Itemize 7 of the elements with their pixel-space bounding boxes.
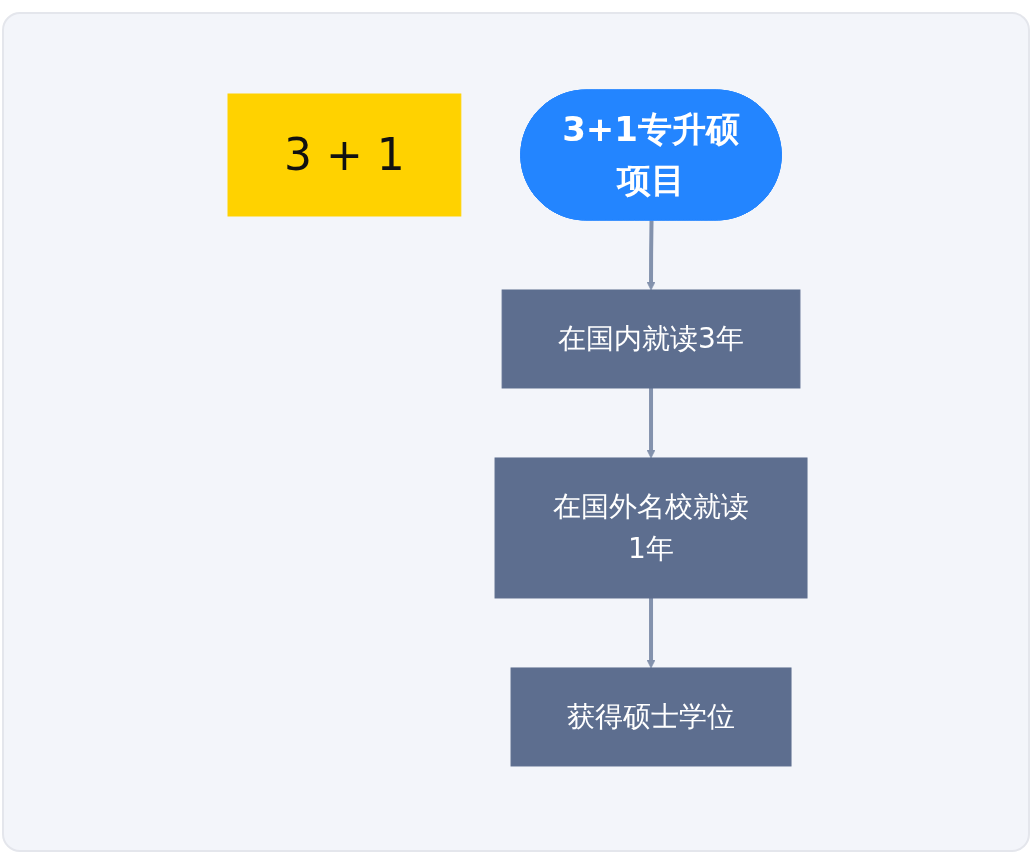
node-box: 在国外名校就读1年 [494, 457, 808, 598]
arrow [646, 219, 656, 290]
arrow [646, 387, 656, 458]
node-box: 获得硕士学位 [510, 667, 792, 766]
arrow [646, 597, 656, 668]
node-box: 3 + 1 [227, 93, 462, 216]
node-box: 在国内就读3年 [501, 289, 801, 388]
